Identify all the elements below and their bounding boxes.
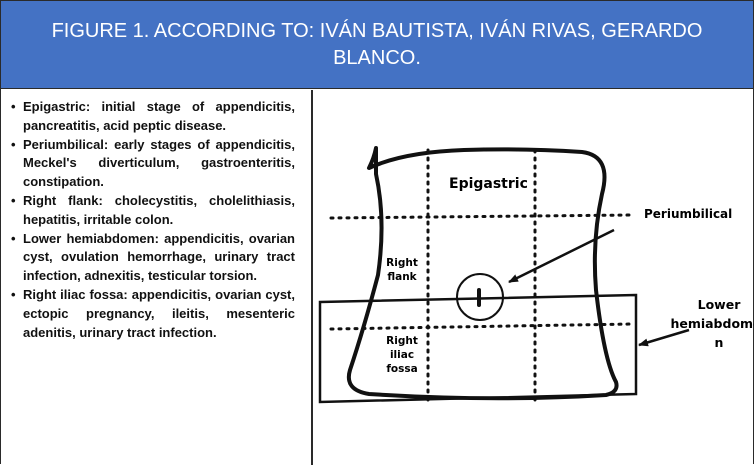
- bullet-icon: •: [11, 286, 16, 302]
- dotted-line-horizontal-bottom: [329, 322, 634, 331]
- list-item-lower-hemiabdomen: • Lower hemiabdomen: appendicitis, ovaria…: [11, 230, 295, 286]
- list-item-text: Periumbilical: early stages of appendici…: [23, 136, 295, 190]
- list-item-epigastric: • Epigastric: initial stage of appendicit…: [11, 98, 295, 136]
- lower-hemiabdomen-arrow: [638, 328, 690, 347]
- label-lower-hemiabdomen-line3: n: [715, 335, 724, 350]
- bullet-icon: •: [11, 192, 16, 208]
- label-right-iliac-fossa-line2: iliac: [390, 349, 414, 361]
- label-right-flank-line2: flank: [387, 271, 417, 283]
- abdomen-diagram-panel: Epigastric Periumbilical Right flank Rig…: [314, 90, 754, 465]
- label-right-iliac-fossa-line1: Right: [386, 335, 418, 347]
- figure-title: FIGURE 1. ACCORDING TO: IVÁN BAUTISTA, I…: [1, 1, 753, 89]
- list-item-text: Lower hemiabdomen: appendicitis, ovarian…: [23, 230, 295, 284]
- list-item-text: Right iliac fossa: appendicitis, ovarian…: [23, 286, 295, 340]
- lower-hemiabdomen-box: [318, 293, 638, 404]
- bullet-icon: •: [11, 99, 16, 114]
- list-item-periumbilical: • Periumbilical: early stages of appendic…: [11, 136, 295, 192]
- list-item-text: Right flank: cholecystitis, cholelithias…: [23, 192, 295, 227]
- list-item-right-flank: • Right flank: cholecystitis, cholelithia…: [11, 192, 295, 230]
- bullet-icon: •: [11, 136, 16, 152]
- label-right-flank-line1: Right: [386, 257, 418, 269]
- label-lower-hemiabdomen-line1: Lower: [698, 297, 742, 312]
- list-item-text: Epigastric: initial stage of appendiciti…: [23, 99, 295, 133]
- label-right-iliac-fossa-line3: fossa: [386, 363, 417, 375]
- label-lower-hemiabdomen-line2: hemiabdome: [670, 316, 754, 331]
- torso-outline: [346, 146, 619, 401]
- list-item-right-iliac-fossa: • Right iliac fossa: appendicitis, ovaria…: [11, 286, 295, 342]
- umbilicus-circle: [456, 273, 504, 321]
- bullet-icon: •: [11, 230, 16, 246]
- periumbilical-arrow: [508, 228, 615, 284]
- label-epigastric: Epigastric: [449, 176, 528, 192]
- condition-list: • Epigastric: initial stage of appendicit…: [11, 98, 295, 342]
- dotted-line-horizontal-top: [329, 213, 634, 220]
- label-periumbilical: Periumbilical: [644, 207, 732, 221]
- condition-list-panel: • Epigastric: initial stage of appendicit…: [1, 90, 313, 465]
- abdomen-diagram: Epigastric Periumbilical Right flank Rig…: [318, 146, 754, 404]
